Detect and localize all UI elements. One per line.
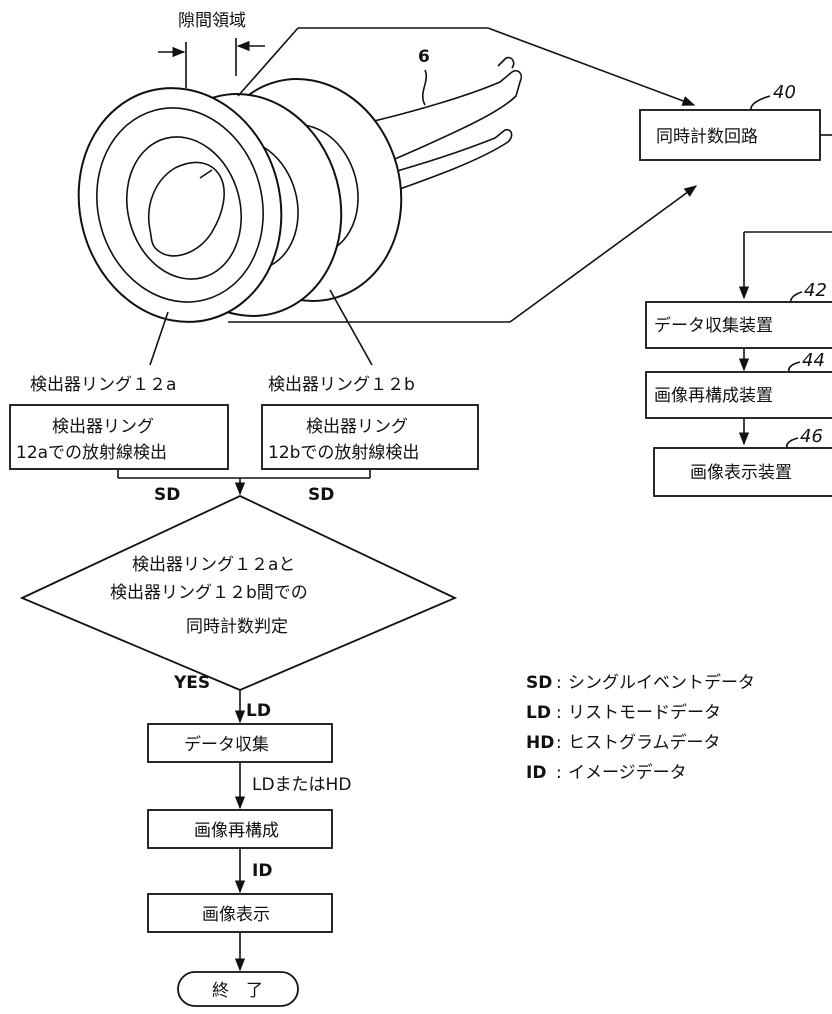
coincidence-circuit-label: 同時計数回路 [656, 127, 758, 147]
data-collection-box [645, 301, 832, 349]
data-collection-label: データ収集装置 [654, 315, 773, 336]
reconstruction-ref: 44 [802, 350, 825, 371]
data-collection-ref: 42 [804, 280, 827, 301]
id-label: ID [252, 861, 272, 881]
ld-label: LD [246, 701, 271, 721]
decision-line3: 同時計数判定 [186, 617, 288, 637]
legend-abbr-0: SD [526, 673, 552, 693]
end-label: 終 了 [212, 981, 263, 1001]
ring-b-label: 検出器リング１２b [268, 375, 415, 395]
detect-a-box [9, 404, 229, 470]
legend: SD : シングルイベントデータ LD : リストモードデータ HD : ヒスト… [526, 672, 755, 783]
yes-label: YES [173, 673, 210, 693]
gap-region-marker: 隙間領域 [158, 11, 265, 88]
subject-ref: 6 [418, 47, 430, 67]
legend-abbr-1: LD [526, 703, 551, 723]
legend-desc-1: リストモードデータ [568, 702, 721, 723]
detect-b-box [261, 404, 479, 470]
display-device-label: 画像表示装置 [690, 463, 792, 483]
sd-right-label: SD [308, 485, 334, 505]
display-ref: 46 [800, 426, 823, 447]
display-device-box [653, 447, 832, 497]
device-chain: 40 同時計数回路 42 データ収集装置 44 画像再構成装置 46 画像表示装… [639, 82, 832, 497]
end-terminal [177, 971, 299, 1007]
legend-desc-0: シングルイベントデータ [568, 672, 755, 693]
reconstruct-box [147, 809, 333, 849]
ring-a-label: 検出器リング１２a [30, 375, 176, 395]
reconstruction-label: 画像再構成装置 [654, 386, 773, 406]
detector-ring-12a [77, 87, 283, 323]
gap-region-label: 隙間領域 [178, 11, 246, 31]
decision-line1: 検出器リング１２aと [132, 555, 295, 575]
ld-or-hd-label: LDまたはHD [252, 775, 351, 795]
decision-line2: 検出器リング１２b間での [110, 583, 308, 603]
display-label: 画像表示 [202, 905, 270, 925]
reconstruct-label: 画像再構成 [194, 821, 279, 841]
patient-legs [369, 69, 523, 171]
legend-desc-2: ヒストグラムデータ [568, 732, 721, 753]
reconstruction-box [645, 371, 832, 419]
display-box [147, 893, 333, 933]
legend-colon-0: : [556, 673, 562, 693]
collect-box [147, 723, 333, 763]
collect-label: データ収集 [184, 734, 269, 755]
patient-head [148, 161, 225, 257]
legend-abbr-2: HD [526, 733, 554, 753]
legend-colon-3: : [556, 763, 562, 783]
legend-abbr-3: ID [526, 763, 546, 783]
legend-colon-2: : [556, 733, 562, 753]
detect-a-line1: 検出器リング [52, 417, 154, 437]
sd-left-label: SD [154, 485, 180, 505]
signal-lines [228, 27, 698, 323]
detect-b-line2: 12bでの放射線検出 [268, 443, 419, 463]
coincidence-ref: 40 [773, 82, 796, 103]
detect-a-line2: 12aでの放射線検出 [16, 443, 167, 463]
legend-colon-1: : [556, 703, 562, 723]
detect-b-line1: 検出器リング [306, 417, 408, 437]
legend-desc-3: イメージデータ [568, 762, 687, 783]
pet-scanner-illustration: 隙間領域 6 検出器リング１２a 検出器リング１２b [30, 11, 523, 395]
flowchart: 検出器リング 12aでの放射線検出 検出器リング 12bでの放射線検出 SD S… [9, 404, 479, 1007]
